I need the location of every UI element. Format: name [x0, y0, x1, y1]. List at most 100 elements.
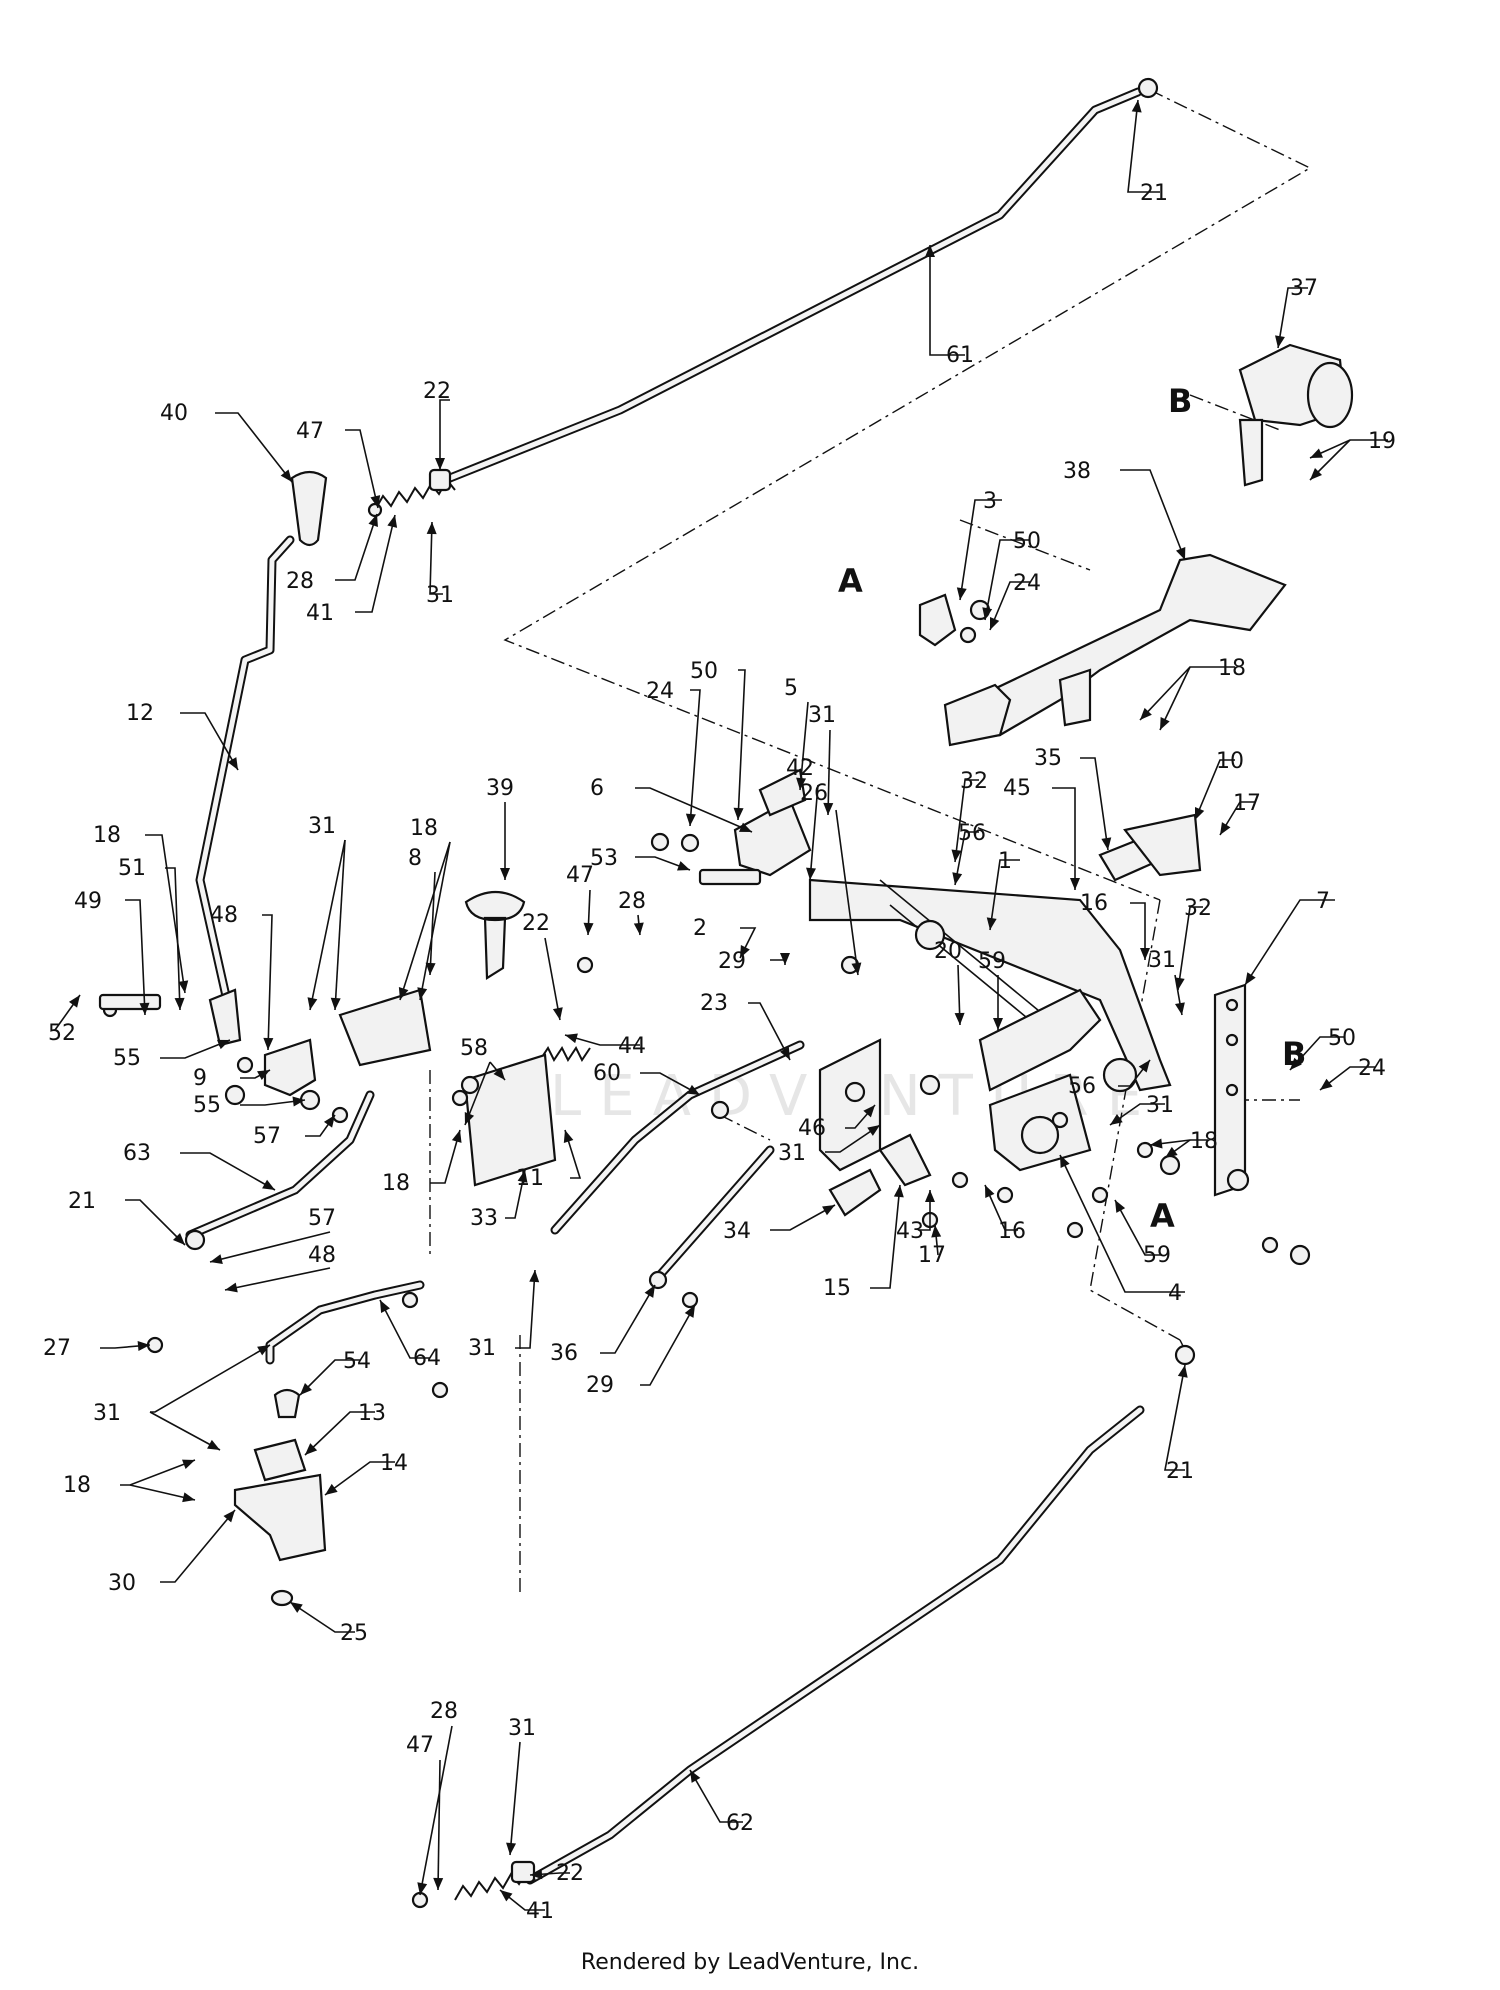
callout-number: 10: [1216, 749, 1244, 774]
arrow-head: [1131, 100, 1142, 113]
arrow-head: [1165, 1146, 1178, 1158]
callout-c49: 49: [74, 889, 150, 1016]
arrow-head: [1101, 837, 1112, 850]
callout-number: 47: [566, 863, 594, 888]
bracket-15: [878, 1133, 932, 1187]
arrow-head: [257, 1345, 270, 1356]
callout-number: 48: [210, 903, 238, 928]
arrow-head: [552, 1007, 563, 1020]
callout-number: 18: [382, 1171, 410, 1196]
leader-line: [399, 841, 451, 1001]
callout-c47b: 47: [566, 863, 594, 936]
arrow-head: [1310, 467, 1323, 480]
leader-line: [1164, 1364, 1186, 1471]
leader-line: [809, 784, 819, 881]
callout-number: 28: [618, 889, 646, 914]
callout-number: 53: [590, 846, 618, 871]
arrow-head: [1195, 807, 1205, 820]
callout-c29a: 29: [718, 949, 790, 974]
leader-line: [640, 1304, 696, 1386]
callout-c16b: 16: [984, 1184, 1026, 1244]
arrow-head: [1150, 1138, 1163, 1149]
callout-number: 38: [1063, 459, 1091, 484]
pedal-37: [1238, 343, 1354, 487]
callout-c46: 46: [798, 1104, 876, 1141]
leader-line: [1319, 1066, 1375, 1091]
callout-c24b: 24: [646, 679, 701, 827]
leader-line: [929, 245, 965, 356]
callout-c55a: 55: [113, 1039, 231, 1071]
callout-c59b: 59: [1114, 1199, 1171, 1268]
callout-number: 34: [723, 1219, 751, 1244]
callout-c14: 14: [324, 1451, 408, 1496]
callout-number: 55: [113, 1046, 141, 1071]
callout-number: 31: [808, 703, 836, 728]
arrow-head: [733, 807, 744, 820]
arrow-head: [517, 1170, 528, 1183]
arrow-head: [290, 1602, 303, 1613]
arrow-head: [207, 1439, 220, 1450]
leader-line: [870, 1184, 901, 1289]
arrow-head: [863, 1105, 875, 1118]
leader-line: [304, 1411, 375, 1456]
callout-c21a: 21: [1127, 99, 1168, 206]
callout-c32a: 32: [951, 769, 988, 863]
leader-line: [1289, 1036, 1345, 1071]
callout-number: 46: [798, 1116, 826, 1141]
leader-line: [505, 1169, 526, 1219]
callout-c40: 40: [160, 401, 293, 483]
callout-c10: 10: [1194, 749, 1244, 821]
leader-line: [429, 521, 443, 595]
arrow-head: [300, 1382, 313, 1395]
callout-number: 44: [618, 1034, 646, 1059]
callout-c8: 8: [408, 846, 436, 976]
callout-number: 8: [408, 846, 422, 871]
arrow-head: [425, 962, 436, 975]
callout-number: 17: [918, 1243, 946, 1268]
callout-number: 32: [960, 769, 988, 794]
arrow-head: [506, 1842, 517, 1855]
arrow-head: [806, 867, 816, 880]
callout-number: 31: [1146, 1093, 1174, 1118]
arrow-head: [262, 1179, 275, 1190]
leader-line: [1244, 899, 1335, 986]
callout-number: 24: [1358, 1056, 1386, 1081]
callout-number: 40: [160, 401, 188, 426]
arrow-head: [223, 1510, 235, 1523]
bracket-8: [338, 988, 432, 1067]
callout-c37: 37: [1275, 276, 1318, 349]
arrow-head: [257, 1070, 270, 1081]
callout-number: 14: [380, 1451, 408, 1476]
callout-number: 21: [1166, 1459, 1194, 1484]
callout-number: 48: [308, 1243, 336, 1268]
arrow-head: [380, 1300, 390, 1313]
bracket-7: [1213, 983, 1250, 1197]
arrow-head: [500, 1890, 513, 1902]
callout-c5: 5: [784, 676, 809, 791]
arrow-head: [952, 872, 963, 885]
arrow-head: [1070, 878, 1080, 890]
arrow-head: [529, 1270, 540, 1283]
leader-line: [1194, 759, 1235, 821]
callout-c31g: 31: [468, 1269, 540, 1361]
callout-number: 3: [983, 489, 997, 514]
callout-number: 24: [646, 679, 674, 704]
callout-c20: 20: [934, 939, 965, 1026]
callout-number: 41: [526, 1899, 554, 1924]
leader-line: [825, 1124, 881, 1153]
callout-c32b: 32: [1174, 896, 1212, 991]
arrow-head: [925, 1190, 935, 1202]
arrow-head: [225, 1282, 238, 1293]
callout-number: 18: [63, 1473, 91, 1498]
arrow-head: [387, 515, 398, 528]
callout-number: 31: [508, 1716, 536, 1741]
arrow-head: [677, 861, 690, 871]
letter-b-upper: B: [1168, 382, 1192, 420]
callout-c42: 42: [786, 756, 819, 881]
arrow-head: [779, 1047, 790, 1060]
callout-number: 35: [1034, 746, 1062, 771]
callout-c31e: 31: [1109, 1093, 1174, 1126]
callout-number: 37: [1290, 276, 1318, 301]
arrow-head: [139, 1002, 150, 1015]
arrow-head: [137, 1341, 150, 1352]
